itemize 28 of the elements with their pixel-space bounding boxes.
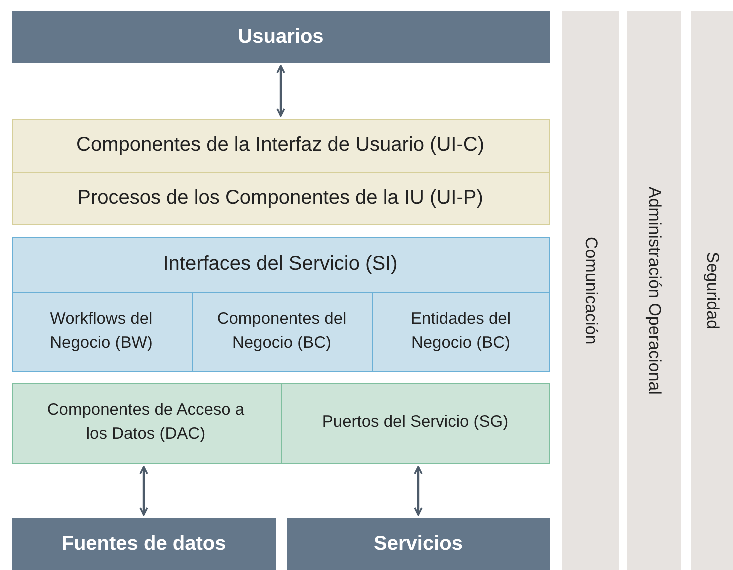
double-arrow [276, 65, 286, 117]
layer-label: Fuentes de datos [60, 532, 228, 556]
layer-panel [12, 237, 550, 372]
layer-label: Puertos del Servicio (SG) [321, 412, 510, 434]
layer-label: Componentes del Negocio (BC) [216, 309, 348, 354]
layer-label: Interfaces del Servicio (SI) [162, 252, 399, 276]
header-bar [12, 11, 550, 63]
layer-label: Usuarios [237, 24, 325, 50]
side-column [627, 11, 681, 570]
layer-panel [12, 383, 550, 464]
layer-label: Seguridad [702, 252, 724, 330]
double-arrow [414, 466, 423, 516]
layer-label: Servicios [373, 532, 464, 556]
double-arrow [140, 466, 148, 516]
header-bar [287, 518, 550, 570]
layer-label: Procesos de los Componentes de la IU (UI-P) [76, 186, 484, 211]
layer-label: Componentes de la Interfaz de Usuario (UI-C) [76, 132, 486, 158]
side-column [562, 11, 619, 570]
header-bar [12, 518, 276, 570]
layer-cell [372, 292, 549, 371]
layer-label: Componentes de Acceso a los Datos (DAC) [46, 400, 246, 445]
side-column [691, 11, 733, 570]
layer-label: Administración Operacional [644, 186, 666, 394]
layer-label: Entidades del Negocio (BC) [410, 309, 512, 354]
layer-label: Workflows del Negocio (BW) [49, 309, 154, 354]
layer-label: Comunicación [580, 236, 602, 344]
layer-cell [192, 292, 372, 371]
layer-panel [12, 119, 550, 225]
